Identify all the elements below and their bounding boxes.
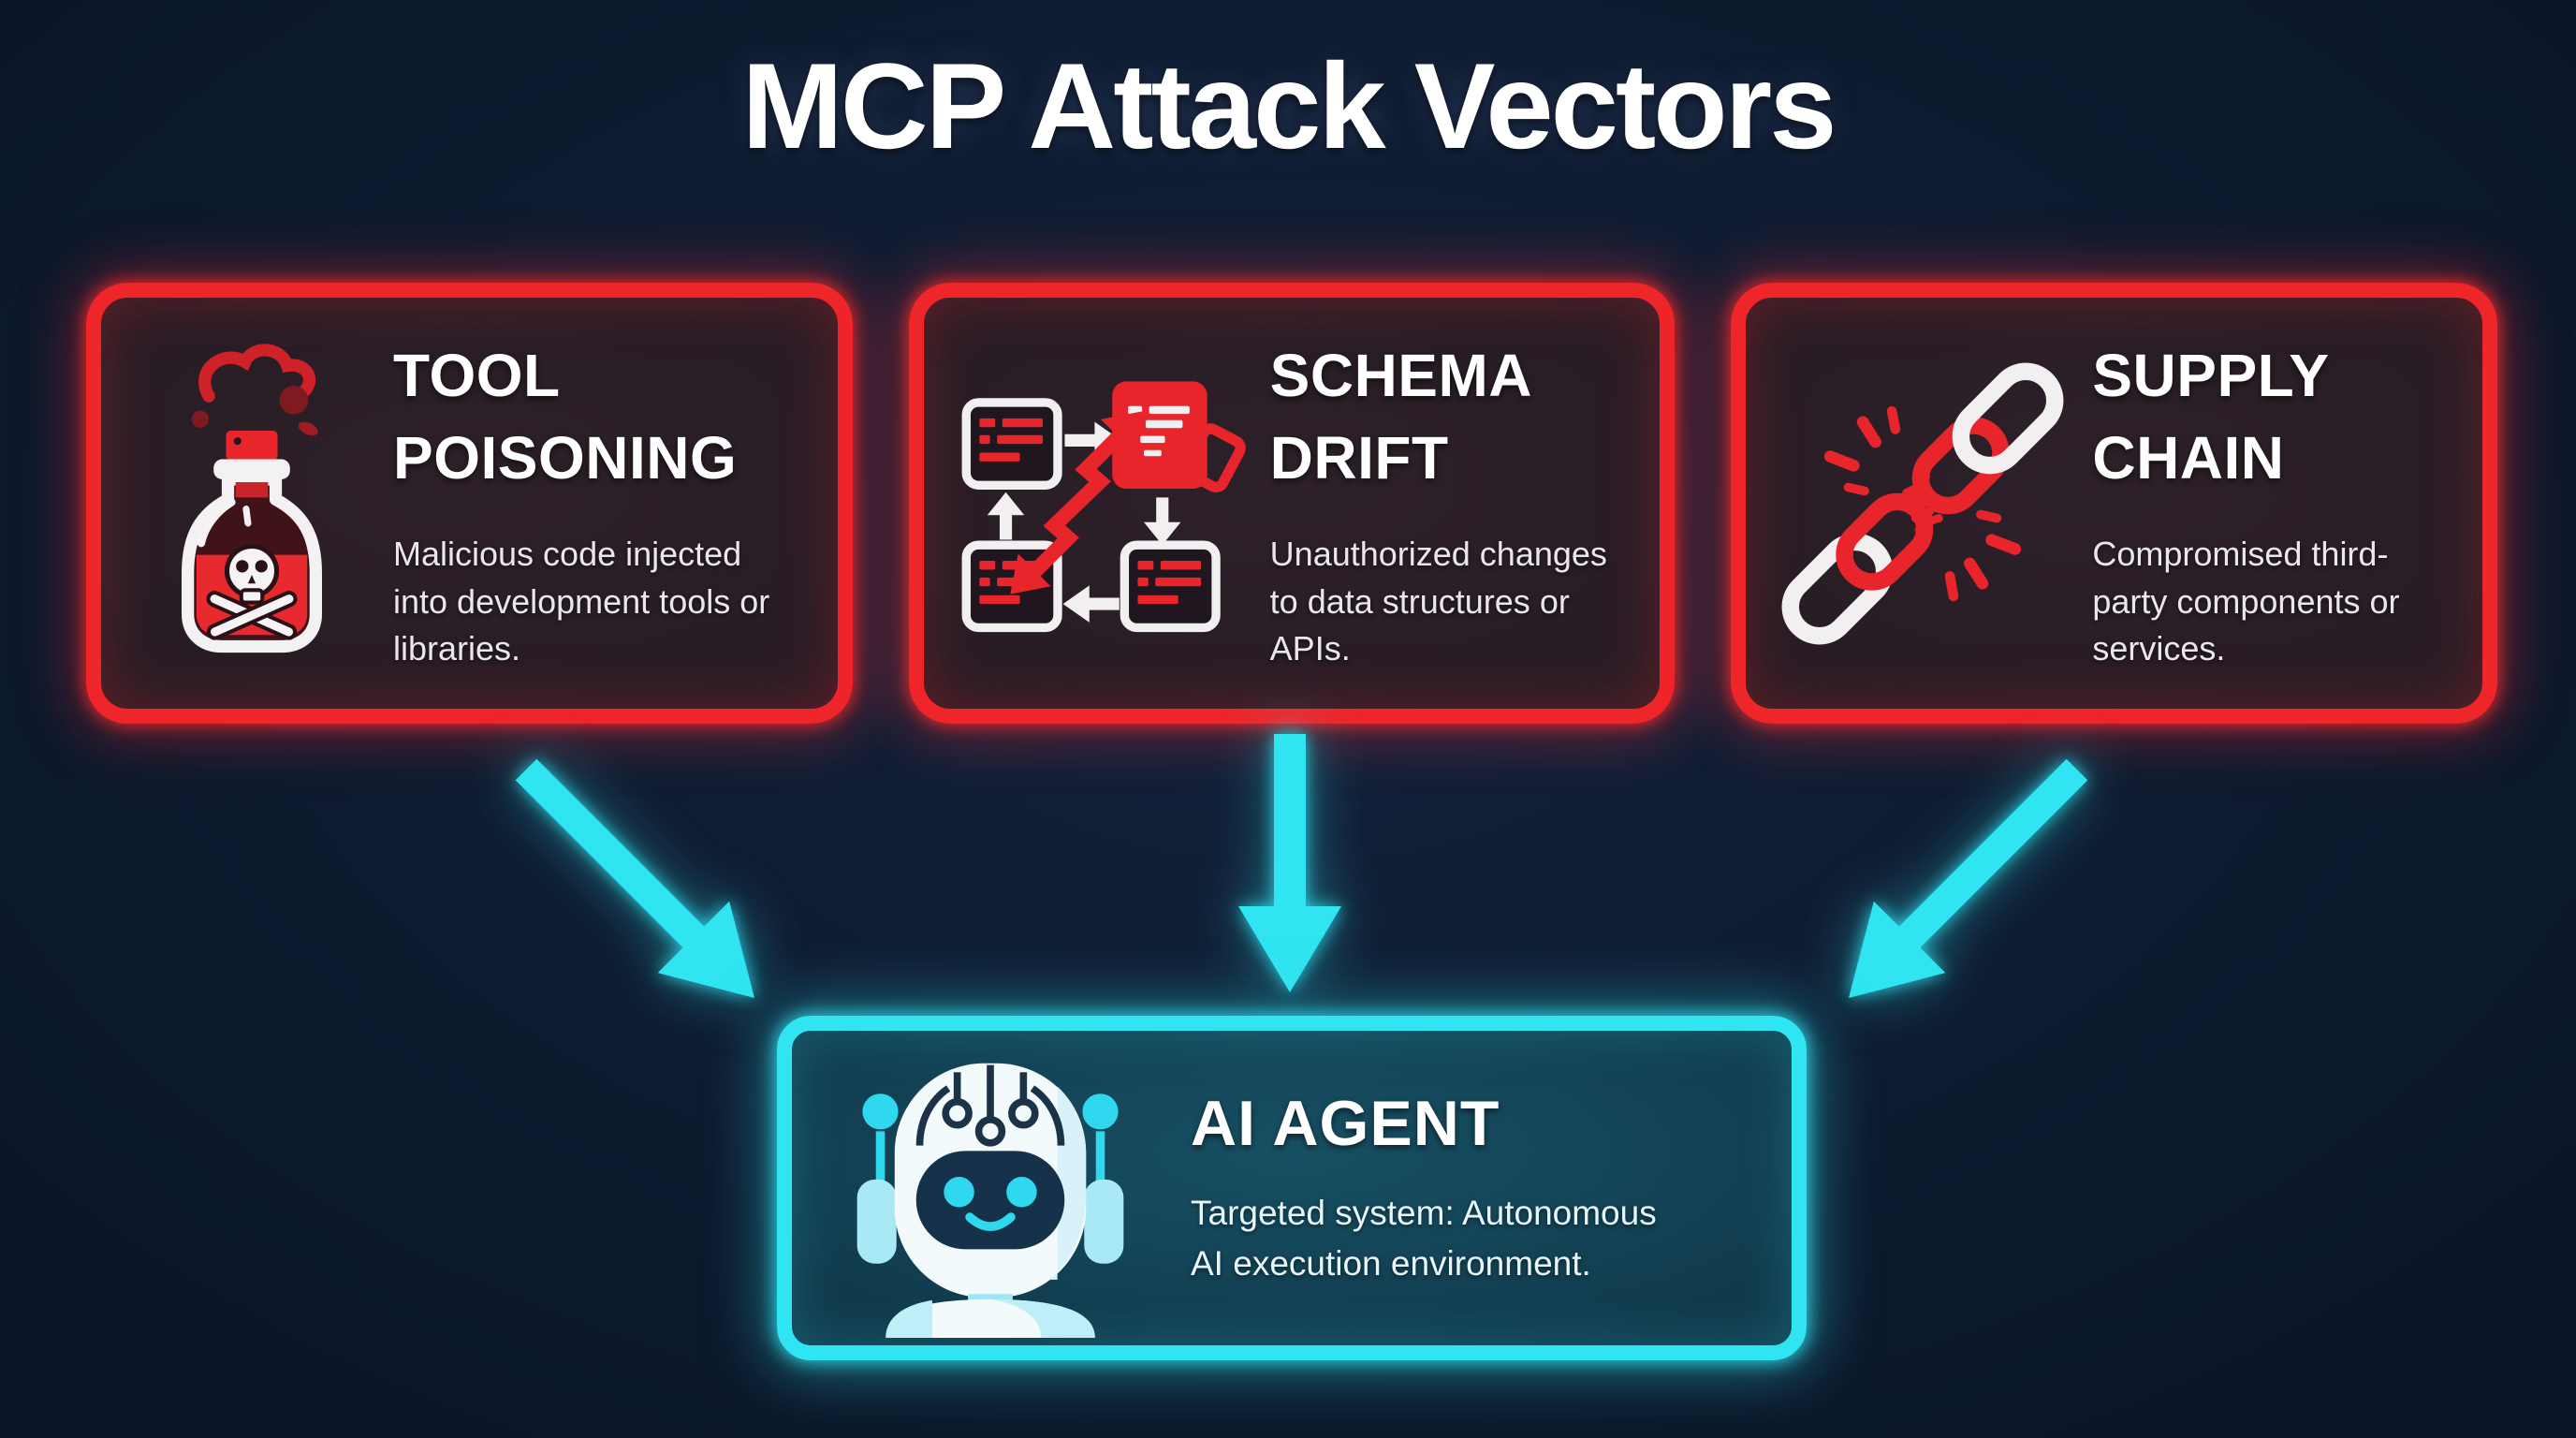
page-title: MCP Attack Vectors [741, 37, 1837, 174]
poison-bottle-icon-svg [182, 343, 323, 653]
arrow-down-right-icon [515, 758, 754, 998]
card-title-supply-chain: SUPPLY CHAIN [2092, 341, 2329, 492]
robot-icon-svg [856, 1063, 1124, 1338]
attack-cards-row: TOOL POISONING Malicious code injected i… [86, 283, 2498, 724]
broken-chain-icon [1778, 359, 2068, 649]
arrow-down-icon [1238, 734, 1341, 992]
card-title-ai-agent: AI AGENT [1191, 1088, 1500, 1160]
card-desc-supply-chain: Compromised third-party components or se… [2092, 535, 2400, 668]
broken-chain-icon-svg [1781, 362, 2064, 644]
card-ai-agent: AI AGENT Targeted system: Autonomous AI … [777, 1016, 1807, 1360]
card-supply-chain: SUPPLY CHAIN Compromised third-party com… [1731, 283, 2498, 724]
card-schema-drift: SCHEMA DRIFT Unauthorized changes to dat… [908, 283, 1676, 724]
card-desc-ai-agent: Targeted system: Autonomous AI execution… [1191, 1194, 1657, 1283]
schema-drift-icon-svg [961, 380, 1246, 632]
poison-bottle-icon [133, 339, 369, 668]
card-title-schema-drift: SCHEMA DRIFT [1269, 341, 1530, 492]
attack-arrows [515, 734, 2088, 998]
schema-drift-icon [956, 359, 1246, 649]
skull-crossbones-icon [206, 543, 298, 640]
card-desc-schema-drift: Unauthorized changes to data structures … [1269, 535, 1607, 668]
robot-icon [818, 1038, 1163, 1338]
card-desc-tool-poisoning: Malicious code injected into development… [393, 535, 770, 668]
card-title-tool-poisoning: TOOL POISONING [393, 341, 738, 492]
card-tool-poisoning: TOOL POISONING Malicious code injected i… [86, 283, 853, 724]
arrow-down-left-icon [1849, 758, 2088, 998]
